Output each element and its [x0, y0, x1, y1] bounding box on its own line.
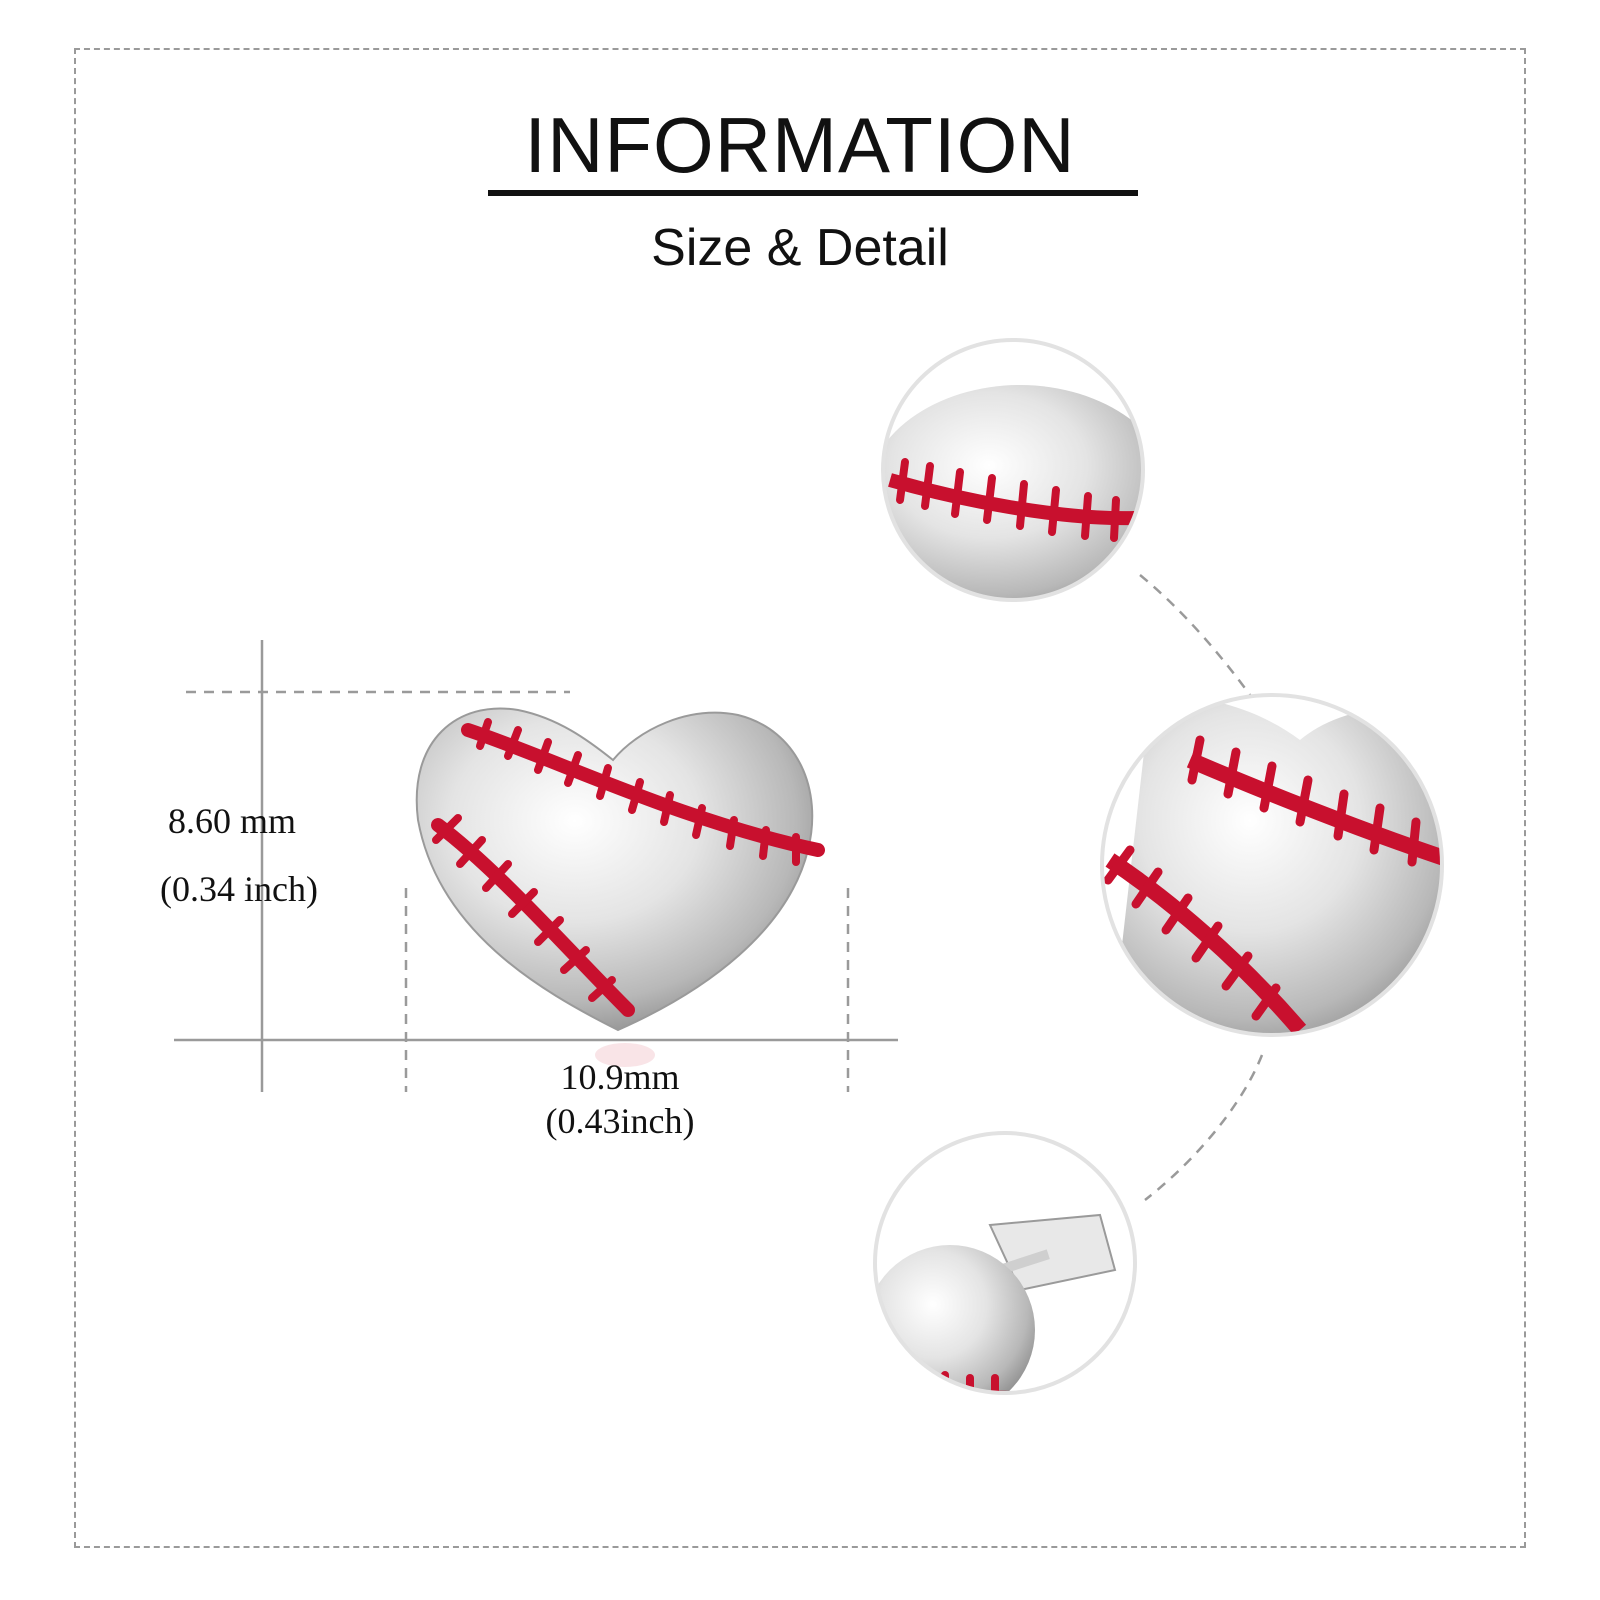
side-detail-view: [873, 1131, 1137, 1395]
page-title: INFORMATION: [524, 101, 1076, 189]
top-detail-view: [881, 338, 1145, 602]
title-underline: [488, 190, 1138, 196]
middle-detail-view: [1100, 693, 1444, 1037]
heart-baseball-earring: [415, 707, 825, 1031]
height-inch-label: (0.34 inch): [160, 869, 318, 909]
height-mm-label: 8.60 mm: [168, 801, 297, 841]
page-subtitle: Size & Detail: [651, 219, 949, 277]
dashed-border-frame: [74, 48, 1526, 1548]
width-mm-label: 10.9mm: [560, 1057, 680, 1097]
width-inch-label: (0.43inch): [545, 1101, 695, 1141]
measurement-guides: [174, 640, 898, 1092]
earring-reflection: [595, 1043, 655, 1067]
